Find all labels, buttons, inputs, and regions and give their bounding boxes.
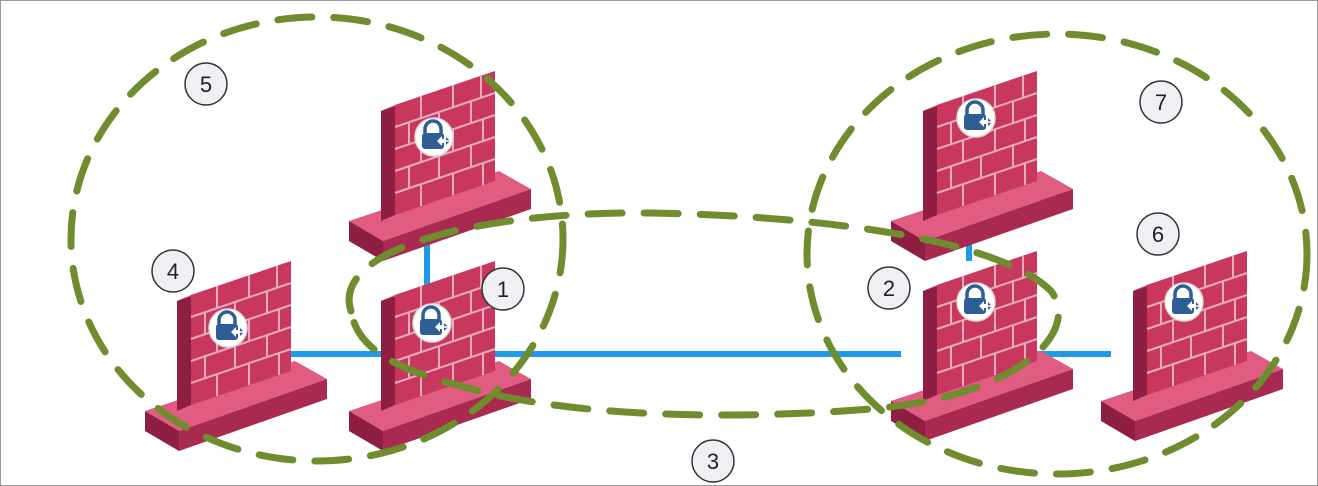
callout-6: 6 — [1136, 212, 1180, 256]
group-outline-3 — [345, 209, 1062, 419]
vpn-lock-icon — [413, 116, 455, 158]
callout-label: 5 — [200, 72, 212, 97]
callout-7: 7 — [1139, 80, 1183, 124]
callout-2: 2 — [867, 266, 911, 310]
group-outline-7 — [803, 30, 1311, 478]
vpn-lock-icon — [411, 302, 453, 344]
vpn-lock-icon — [207, 307, 249, 349]
callout-label: 2 — [883, 276, 895, 301]
callout-5: 5 — [184, 62, 228, 106]
callout-label: 4 — [167, 259, 179, 284]
callout-label: 1 — [497, 277, 509, 302]
vpn-lock-icon — [955, 281, 997, 323]
callout-label: 3 — [707, 449, 719, 474]
vpn-lock-icon — [1163, 281, 1205, 323]
vpn-lock-icon — [955, 97, 997, 139]
callout-4: 4 — [151, 249, 195, 293]
callout-3: 3 — [691, 439, 735, 483]
callout-label: 7 — [1155, 90, 1167, 115]
callout-label: 6 — [1152, 222, 1164, 247]
group-outline-5 — [67, 13, 567, 465]
callout-1: 1 — [481, 267, 525, 311]
firewall-icon — [1100, 250, 1284, 442]
